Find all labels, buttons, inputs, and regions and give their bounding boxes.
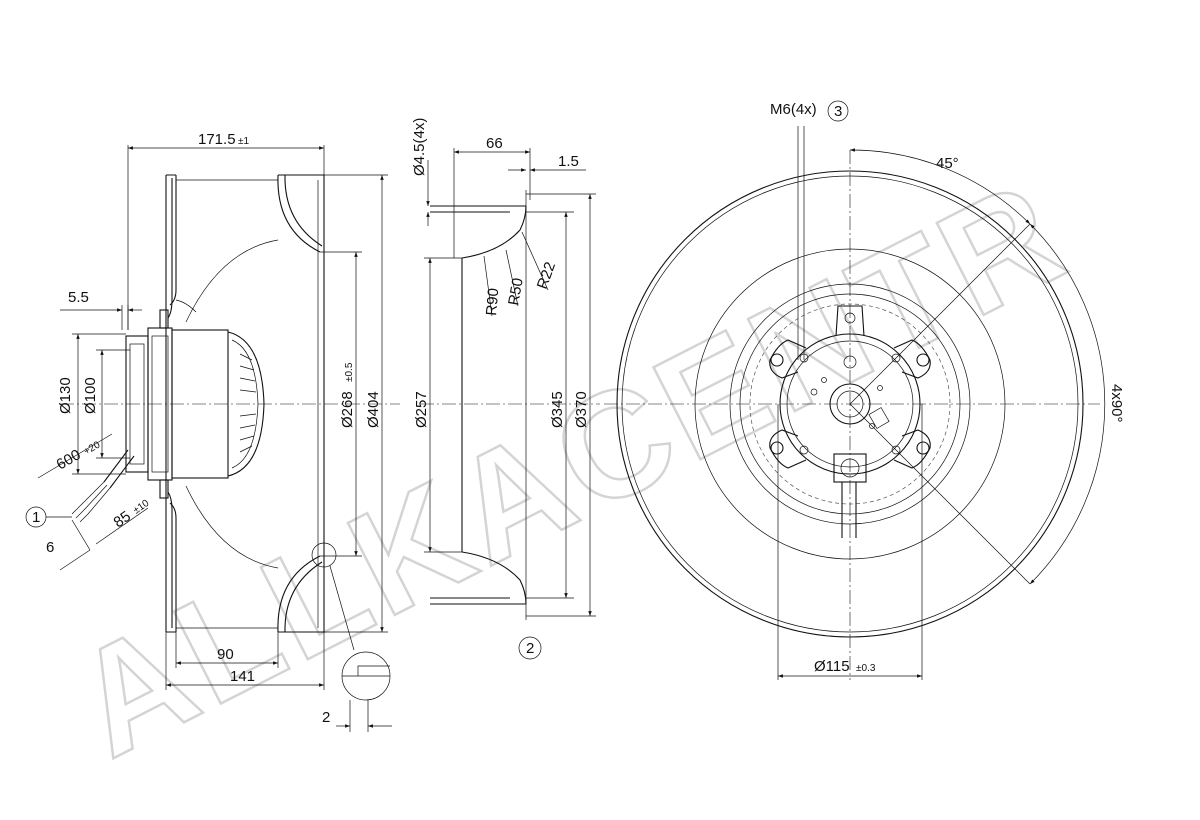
watermark: ALLKACENTR: [48, 146, 1091, 788]
inlet-ring-view: Ø4.5(4x) 66 1.5 R22 R50 R90 Ø257 Ø345 Ø3…: [411, 118, 600, 660]
dim-141-label: 141: [230, 668, 255, 685]
dim-4x90-label: 4x90°: [1108, 384, 1125, 423]
dim-d100-label: Ø100: [82, 377, 99, 414]
dim-d115-label: Ø115: [814, 658, 850, 675]
dim-45-label: 45°: [936, 155, 959, 172]
dim-171-5-tolerance: ±1: [238, 136, 249, 147]
callout-1: 1: [32, 509, 40, 526]
dim-r22-label: R22: [534, 260, 559, 292]
dim-5-5-label: 5.5: [68, 289, 89, 306]
dim-d370-label: Ø370: [573, 391, 590, 428]
dim-85-label: 85: [111, 508, 134, 531]
side-view: 171.5 ±1 5.5 Ø130 Ø100 Ø268 ±0.5 Ø404 60…: [25, 131, 400, 732]
dim-66-label: 66: [486, 135, 503, 152]
dim-d130-label: Ø130: [57, 377, 74, 414]
dim-171-5-label: 171.5: [198, 131, 236, 148]
dim-d268-label: Ø268: [339, 391, 356, 428]
dim-d115-tolerance: ±0.3: [856, 663, 876, 674]
dim-6-label: 6: [46, 539, 54, 556]
dim-r50-label: R50: [505, 277, 527, 307]
callout-2: 2: [526, 640, 534, 657]
dim-85-tolerance: ±10: [131, 498, 151, 517]
dim-m6-label: M6(4x): [770, 101, 817, 118]
dim-d345-label: Ø345: [549, 391, 566, 428]
dim-600-tolerance: +20: [82, 439, 103, 457]
dim-2-label: 2: [322, 709, 330, 726]
dim-d268-tolerance: ±0.5: [344, 362, 355, 382]
callout-3: 3: [834, 103, 842, 120]
dim-d404-label: Ø404: [365, 391, 382, 428]
dim-d4-5-label: Ø4.5(4x): [411, 118, 428, 176]
dim-r90-label: R90: [483, 287, 502, 316]
dim-600-label: 600: [54, 446, 84, 473]
dim-d257-label: Ø257: [413, 391, 430, 428]
front-view: M6(4x) 3 45° 4x90° Ø115 ±0.3: [604, 100, 1125, 680]
dim-1-5-label: 1.5: [558, 153, 579, 170]
dim-90-label: 90: [217, 646, 234, 663]
